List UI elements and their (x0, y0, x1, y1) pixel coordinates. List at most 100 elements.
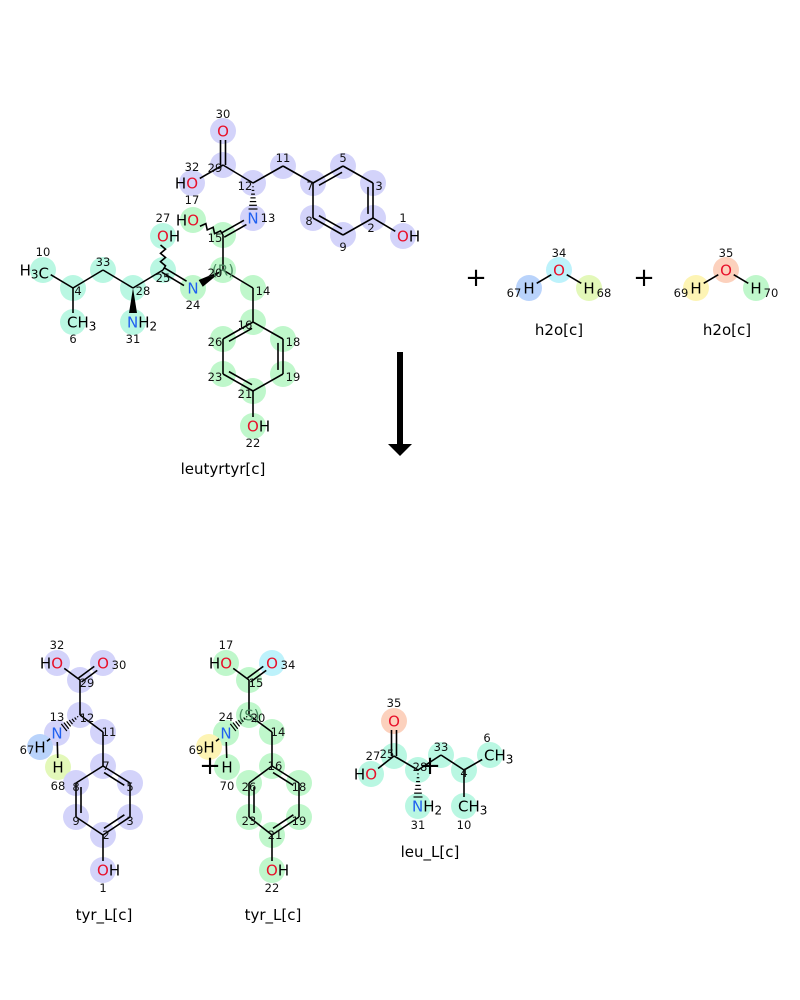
atom-highlight (405, 793, 431, 819)
hash-bond (63, 722, 70, 730)
hash-bond (229, 723, 237, 732)
atom-index: 67 (20, 743, 35, 757)
atom-index: 67 (507, 286, 522, 300)
atom-highlight (27, 734, 53, 760)
bond (232, 667, 250, 681)
hash-bond (66, 720, 72, 727)
atom-index: 18 (292, 780, 307, 794)
atom-index: 68 (597, 286, 612, 300)
atom-highlight (259, 857, 285, 883)
atom-index: 13 (261, 211, 276, 225)
atom-index: 30 (112, 658, 127, 672)
atom-index: 9 (72, 814, 79, 828)
bond (63, 667, 81, 681)
atom-label: N (187, 280, 198, 298)
plus-sign: + (199, 751, 221, 781)
atom-index: 16 (238, 318, 253, 332)
atom-highlight (180, 207, 206, 233)
atom-label: HO (40, 655, 63, 673)
bond (75, 765, 104, 784)
molecule-names: leutyrtyr[c]h2o[c]h2o[c]tyr_L[c]tyr_L[c]… (76, 321, 751, 925)
atom-index: 31 (126, 332, 141, 346)
atom-label: O (720, 262, 732, 280)
atom-index: 15 (208, 231, 223, 245)
bond (252, 165, 284, 184)
hash-bond (71, 718, 75, 723)
bond (417, 754, 442, 771)
atom-highlight (30, 257, 56, 283)
atom-index: 16 (268, 759, 283, 773)
atom-label: (S) (238, 707, 259, 725)
bond (103, 771, 125, 786)
atom-label: N (247, 210, 258, 228)
atom-index: 70 (220, 779, 235, 793)
bond (161, 271, 185, 287)
bond (312, 165, 344, 184)
hash-bond (240, 718, 244, 723)
atom-label: O (553, 262, 565, 280)
atom-label: CH3 (67, 314, 96, 334)
atom-label: OH (97, 862, 120, 880)
hash-bond (60, 723, 68, 732)
atom-label: O (388, 713, 400, 731)
atom-label: H (203, 739, 214, 757)
bond (703, 273, 719, 285)
plus-sign: + (633, 263, 655, 293)
atom-index: 33 (96, 255, 111, 269)
atom-index: 31 (411, 818, 426, 832)
atom-index: 23 (242, 814, 257, 828)
atom-label: H (750, 280, 761, 298)
bond (312, 217, 344, 236)
atom-index: 20 (251, 711, 266, 725)
atom-index: 5 (126, 780, 133, 794)
atom-highlight (213, 650, 239, 676)
atom-label: NH2 (127, 314, 157, 334)
atom-index: 17 (185, 193, 200, 207)
atom-index: 14 (271, 725, 286, 739)
atom-index: 26 (242, 780, 257, 794)
atom-highlight (210, 118, 236, 144)
bond (377, 755, 395, 770)
bond (221, 219, 245, 234)
atom-index: 32 (50, 638, 65, 652)
atom-index: 5 (339, 151, 346, 165)
atom-index: 28 (136, 284, 151, 298)
atom-index: 7 (102, 759, 109, 773)
atom-label: HO (354, 766, 377, 784)
atom-label: OH (247, 418, 270, 436)
atom-index: 19 (292, 814, 307, 828)
atom-index: 24 (186, 298, 201, 312)
atom-index: 3 (126, 814, 133, 828)
atom-label: H (52, 759, 63, 777)
atom-highlight (196, 734, 222, 760)
bond (228, 327, 253, 343)
bond (272, 814, 294, 830)
atom-highlight (381, 708, 407, 734)
atom-index: 32 (185, 160, 200, 174)
bond (248, 816, 273, 836)
bond (342, 217, 374, 236)
atom-index: 14 (256, 284, 271, 298)
bond (102, 269, 134, 289)
atom-highlight (90, 650, 116, 676)
molecule-name: h2o[c] (703, 321, 751, 339)
atom-index: 21 (238, 387, 253, 401)
atom-label: (R) (212, 262, 234, 280)
hash-bond (245, 715, 248, 718)
atom-highlight (451, 793, 477, 819)
atom-index: 26 (208, 335, 223, 349)
atom-highlight (240, 205, 266, 231)
atom-highlight (90, 857, 116, 883)
atom-index: 1 (399, 211, 406, 225)
atom-index: 27 (366, 749, 381, 763)
hash-bond (74, 717, 77, 720)
atom-highlight (150, 223, 176, 249)
atom-index: 24 (219, 710, 234, 724)
atom-index: 12 (238, 179, 253, 193)
bond (103, 814, 125, 830)
atom-highlight (214, 754, 240, 780)
atom-index: 29 (80, 676, 95, 690)
atom-index: 69 (674, 286, 689, 300)
atom-index: 35 (387, 696, 402, 710)
wedge-bond (129, 288, 137, 313)
